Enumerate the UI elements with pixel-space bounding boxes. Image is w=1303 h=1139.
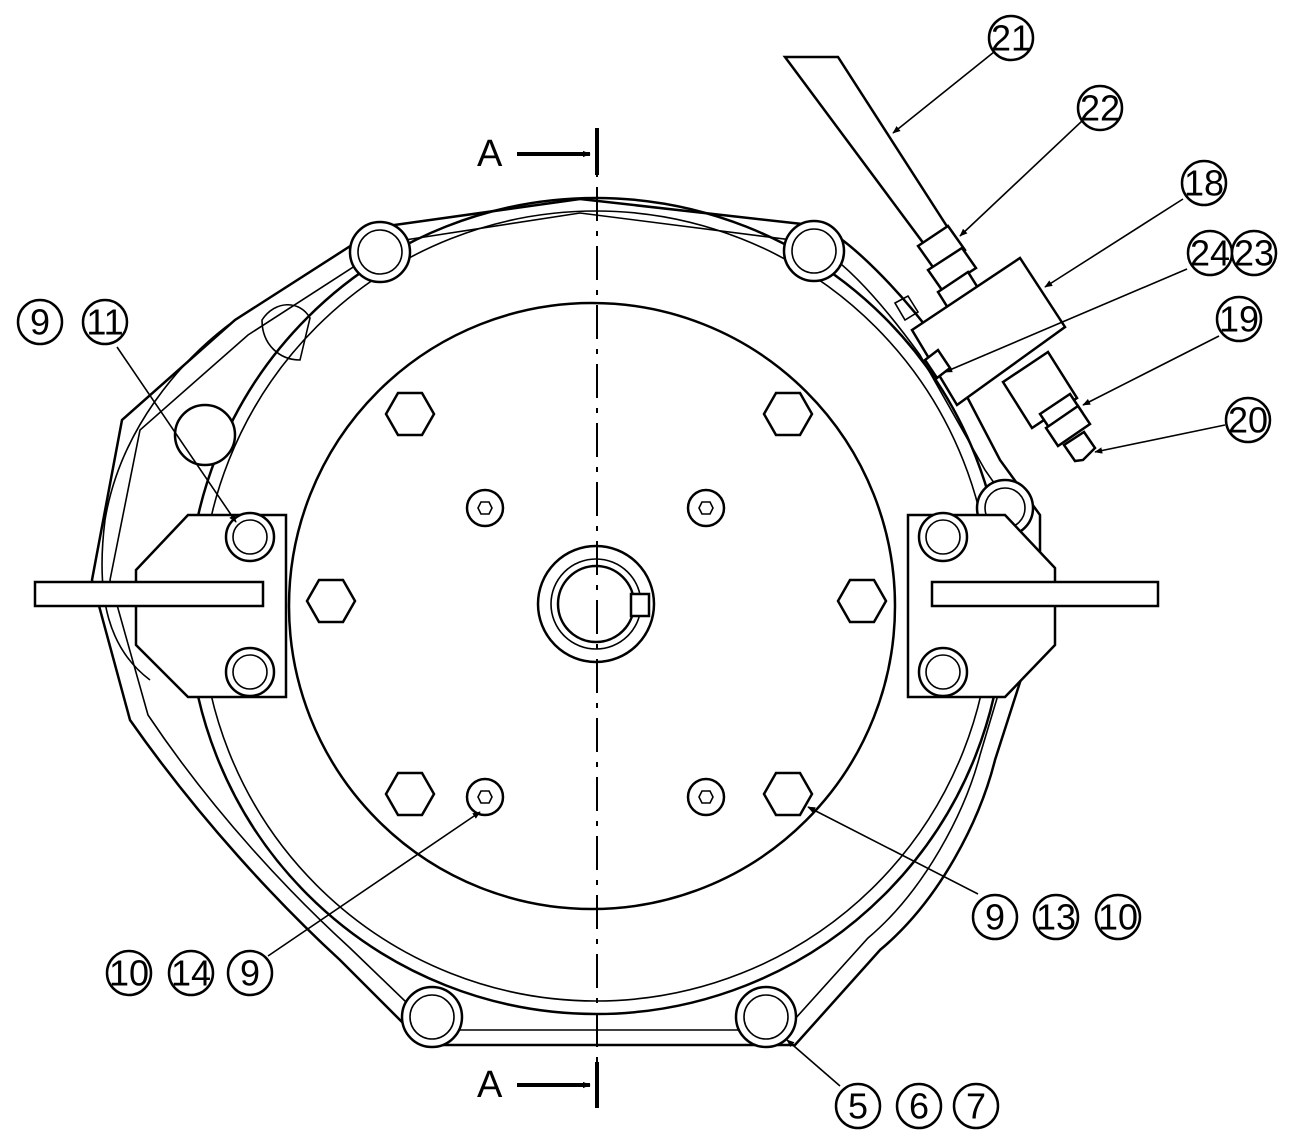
balloon bbox=[1180, 159, 1228, 207]
balloon-label: 5 bbox=[848, 1086, 868, 1127]
right-bracket bbox=[906, 511, 1160, 699]
leader-21 bbox=[892, 51, 995, 134]
balloon-label: 13 bbox=[1036, 897, 1076, 938]
balloon-label: 19 bbox=[1219, 299, 1259, 340]
leader-24-23 bbox=[944, 268, 1188, 373]
housing-bosses bbox=[173, 304, 311, 467]
leader-20 bbox=[1094, 424, 1226, 454]
balloon bbox=[1215, 295, 1263, 343]
balloon-label: 22 bbox=[1080, 88, 1120, 129]
housing-bolt-top-right bbox=[782, 219, 846, 283]
left-bracket bbox=[33, 511, 288, 699]
face-hex-bolts bbox=[305, 391, 888, 817]
right-lifting-bar bbox=[930, 580, 1160, 608]
left-lifting-bar bbox=[33, 580, 265, 608]
balloon-group-21: 21 bbox=[987, 14, 1035, 62]
balloon-label: 11 bbox=[86, 302, 123, 343]
balloon bbox=[895, 1082, 943, 1130]
balloon-group-22: 22 bbox=[1076, 84, 1124, 132]
leader-9-11 bbox=[116, 346, 237, 523]
balloon-group-19: 19 bbox=[1215, 295, 1263, 343]
balloon bbox=[81, 298, 129, 346]
balloon-label: 23 bbox=[1234, 233, 1274, 274]
balloon bbox=[1224, 396, 1272, 444]
hex-bolt bbox=[762, 771, 814, 817]
balloon bbox=[16, 298, 64, 346]
balloon-group-5-6-7: 5 6 7 bbox=[834, 1082, 1000, 1130]
balloon bbox=[1032, 893, 1080, 941]
balloon bbox=[834, 1082, 882, 1130]
probe-tip bbox=[1062, 430, 1097, 463]
balloon-label: 21 bbox=[991, 18, 1031, 59]
section-mark-bottom: A bbox=[477, 1062, 599, 1108]
housing-bolts bbox=[348, 219, 1035, 1049]
leader-18 bbox=[1044, 198, 1184, 288]
balloon bbox=[105, 949, 153, 997]
probe-nut bbox=[1044, 404, 1092, 448]
balloon-group-9-11: 9 11 bbox=[16, 298, 129, 346]
hex-bolt bbox=[836, 578, 888, 624]
hex-bolt bbox=[384, 391, 436, 437]
balloon-label: 18 bbox=[1184, 163, 1224, 204]
hex-bolt bbox=[384, 771, 436, 817]
leader-19 bbox=[1082, 335, 1220, 406]
socket-screw bbox=[465, 488, 505, 528]
balloon-label: 24 bbox=[1190, 233, 1230, 274]
balloon-label: 6 bbox=[909, 1086, 929, 1127]
housing-bolt-bottom-right bbox=[734, 985, 798, 1049]
pipe bbox=[782, 55, 950, 246]
leader-5-6-7 bbox=[786, 1039, 841, 1087]
balloon bbox=[1230, 229, 1278, 277]
socket-screw bbox=[686, 777, 726, 817]
leader-10-14-9 bbox=[267, 811, 481, 957]
balloon-group-10-14-9: 10 14 9 bbox=[105, 949, 274, 997]
balloon bbox=[167, 949, 215, 997]
leader-9-13-10 bbox=[807, 806, 979, 895]
balloon bbox=[1076, 84, 1124, 132]
motor-face bbox=[287, 301, 897, 911]
balloon bbox=[952, 1082, 1000, 1130]
balloon-label: 9 bbox=[30, 302, 50, 343]
balloon-label: 10 bbox=[1098, 897, 1138, 938]
socket-screw bbox=[465, 777, 505, 817]
balloon-label: 20 bbox=[1228, 400, 1268, 441]
balloon-group-9-13-10: 9 13 10 bbox=[971, 893, 1142, 941]
balloon-label: 10 bbox=[109, 953, 149, 994]
balloon-group-24-23: 24 23 bbox=[1186, 229, 1278, 277]
balloon bbox=[1094, 893, 1142, 941]
leader-lines bbox=[116, 51, 1226, 1087]
housing-outline bbox=[90, 197, 1042, 1047]
hex-bolt bbox=[762, 391, 814, 437]
socket-cap-screws bbox=[465, 488, 726, 817]
balloon-group-20: 20 bbox=[1224, 396, 1272, 444]
balloon-group-18: 18 bbox=[1180, 159, 1228, 207]
balloon bbox=[971, 893, 1019, 941]
fitting-nut bbox=[926, 246, 978, 292]
balloon bbox=[987, 14, 1035, 62]
section-label-top: A bbox=[477, 133, 503, 175]
housing-bolt-bottom-left bbox=[400, 985, 464, 1049]
housing-bolt-top-left bbox=[348, 220, 412, 284]
section-label-bottom: A bbox=[477, 1064, 503, 1106]
leader-22 bbox=[959, 120, 1083, 237]
hex-bolt bbox=[305, 578, 357, 624]
balloon-label: 9 bbox=[240, 953, 260, 994]
shaft-key bbox=[629, 592, 651, 618]
balloon-label: 9 bbox=[985, 897, 1005, 938]
fitting bbox=[916, 224, 967, 272]
balloon bbox=[226, 949, 274, 997]
section-mark-top: A bbox=[477, 128, 599, 175]
balloon-label: 7 bbox=[966, 1086, 986, 1127]
balloon-label: 14 bbox=[171, 953, 211, 994]
socket-screw bbox=[686, 488, 726, 528]
